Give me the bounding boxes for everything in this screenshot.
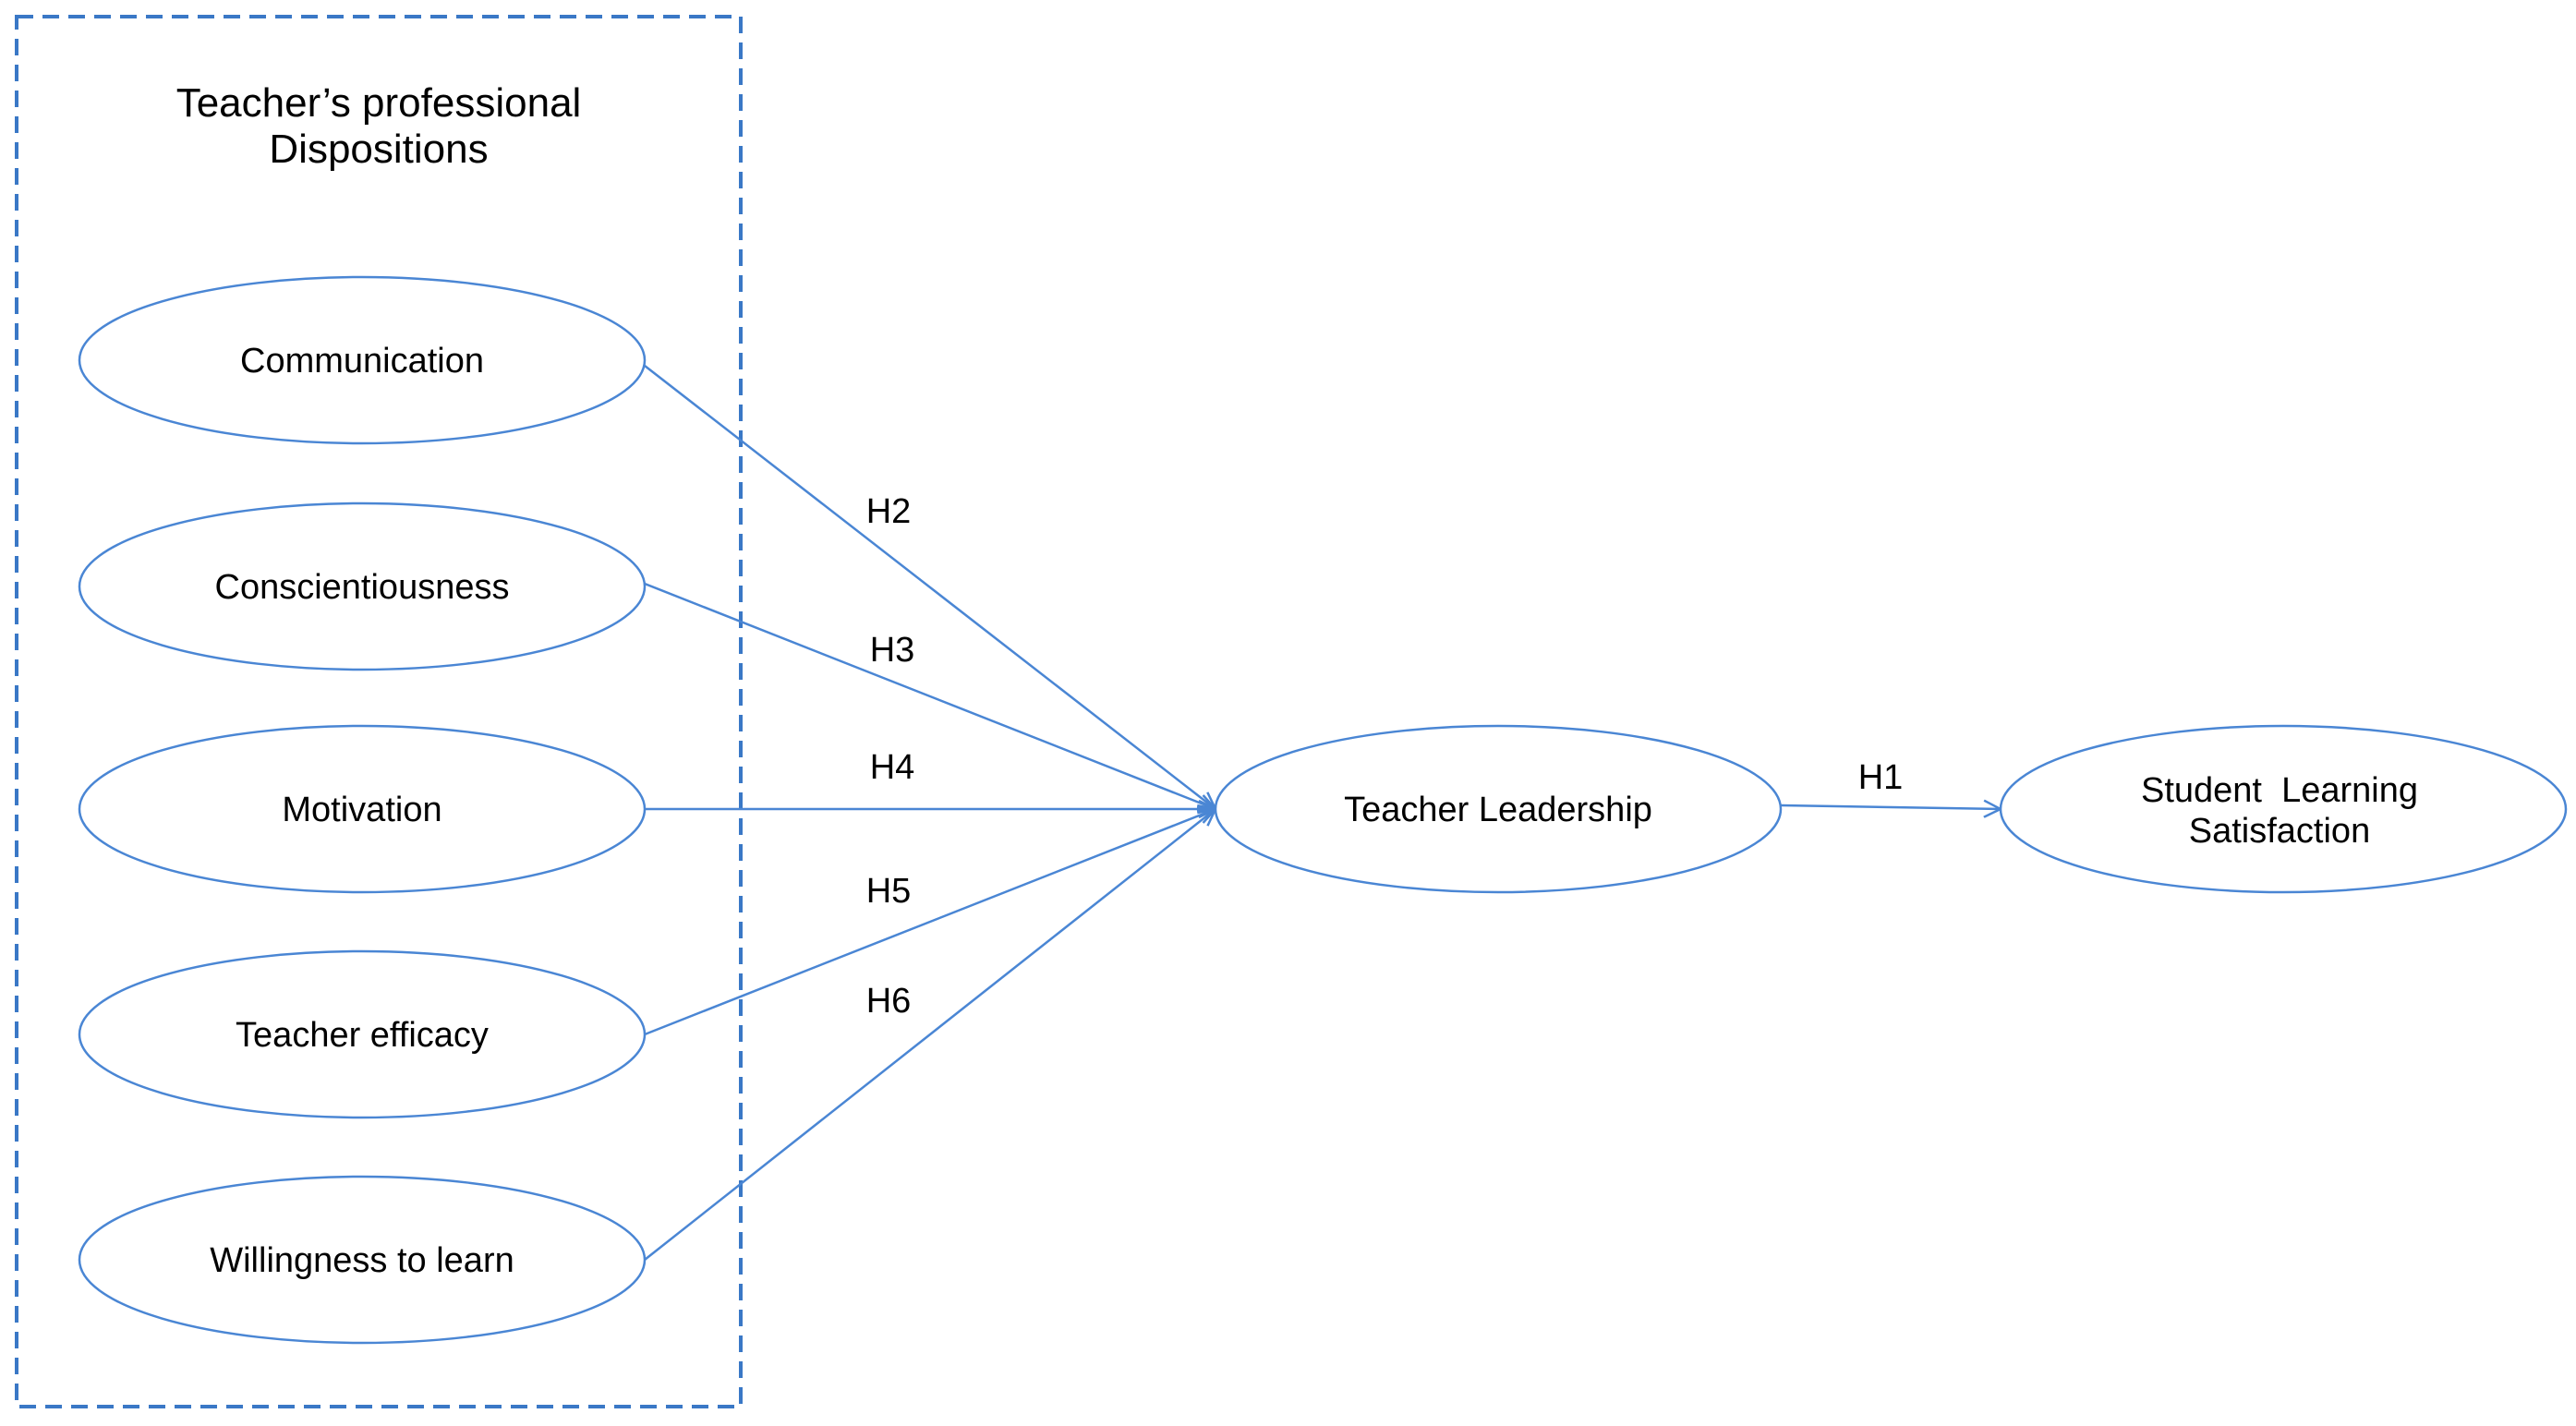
node-willingness-to-learn: Willingness to learn — [78, 1175, 647, 1345]
node-teacher-efficacy: Teacher efficacy — [78, 949, 647, 1119]
label-h4: H4 — [870, 748, 915, 787]
node-teacher-leadership-ellipse — [1214, 724, 1783, 894]
node-teacher-efficacy-label: Teacher efficacy — [236, 1016, 489, 1055]
node-motivation-ellipse — [78, 724, 647, 894]
node-communication-ellipse — [78, 275, 647, 445]
node-conscientiousness: Conscientiousness — [78, 502, 647, 671]
group-title-line-1: Teacher’s professional — [176, 80, 582, 126]
node-teacher-leadership: Teacher Leadership — [1214, 724, 1783, 894]
label-h2: H2 — [866, 492, 912, 531]
label-h1: H1 — [1858, 758, 1904, 797]
arrow-h1 — [1780, 805, 2001, 809]
arrow-h2 — [644, 365, 1215, 809]
label-h6: H6 — [866, 982, 912, 1021]
arrow-h6 — [644, 809, 1215, 1261]
node-conscientiousness-ellipse — [78, 502, 647, 671]
node-willingness-ellipse — [78, 1175, 647, 1345]
arrow-h3 — [644, 582, 1215, 809]
node-outcome-ellipse — [1999, 724, 2568, 894]
node-motivation: Motivation — [78, 724, 647, 894]
node-communication-label: Communication — [240, 342, 484, 381]
node-willingness-label: Willingness to learn — [210, 1241, 514, 1280]
dispositions-group-box — [15, 15, 743, 1408]
hypothesis-arrows — [644, 365, 2001, 1261]
label-h5: H5 — [866, 872, 912, 911]
node-communication: Communication — [78, 275, 647, 445]
hypothesis-labels: H2 H3 H4 H5 H6 H1 — [866, 492, 1904, 1021]
disposition-nodes: Communication Conscientiousness Motivati… — [78, 275, 647, 1345]
node-student-learning-satisfaction: Student Learning Satisfaction — [1999, 724, 2568, 894]
node-outcome-label-line-2: Satisfaction — [2189, 812, 2370, 851]
arrow-h5 — [644, 809, 1215, 1036]
node-teacher-leadership-label: Teacher Leadership — [1344, 791, 1652, 829]
node-conscientiousness-label: Conscientiousness — [215, 568, 510, 607]
node-outcome-label-line-1: Student Learning — [2141, 771, 2418, 810]
node-teacher-efficacy-ellipse — [78, 949, 647, 1119]
label-h3: H3 — [870, 631, 915, 670]
group-title-line-2: Dispositions — [269, 127, 488, 172]
node-motivation-label: Motivation — [282, 791, 441, 829]
